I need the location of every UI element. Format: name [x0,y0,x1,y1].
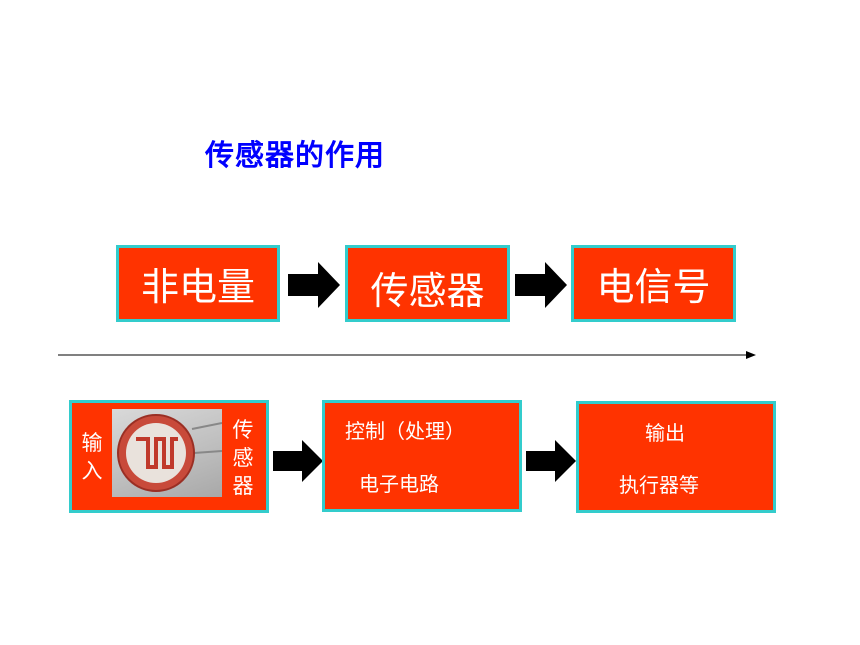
right-block-arrow-icon [288,262,340,308]
page-title: 传感器的作用 [205,138,386,172]
right-block-arrow-icon [526,440,576,482]
sensor-label: 传 感 器 [231,416,255,500]
sensor-char: 感 [232,446,254,470]
box-sensor: 传感器 [345,245,510,322]
box-sensor-label: 传感器 [370,269,485,313]
box-non-electric-quantity: 非电量 [116,245,280,322]
input-char: 输 [81,431,103,455]
box-output: 输出 执行器等 [576,401,776,513]
box-input-sensor: 输 入 传 感 器 [69,400,269,513]
sensor-char: 传 [232,418,254,442]
input-char: 入 [81,459,103,483]
output-label: 输出 [645,421,685,445]
input-label: 输 入 [80,429,104,485]
right-block-arrow-icon [273,440,323,482]
right-block-arrow-icon [515,262,567,308]
box-non-electric-quantity-label: 非电量 [140,265,255,309]
photoresistor-image [112,409,223,497]
sensor-char: 器 [232,474,254,498]
circuit-label: 电子电路 [359,472,439,496]
timeline-arrow-icon [58,351,756,359]
box-control-circuit: 控制（处理） 电子电路 [322,400,522,512]
control-label: 控制（处理） [345,419,465,443]
box-electric-signal-label: 电信号 [596,265,711,309]
actuator-label: 执行器等 [619,473,699,497]
box-electric-signal: 电信号 [571,245,736,322]
